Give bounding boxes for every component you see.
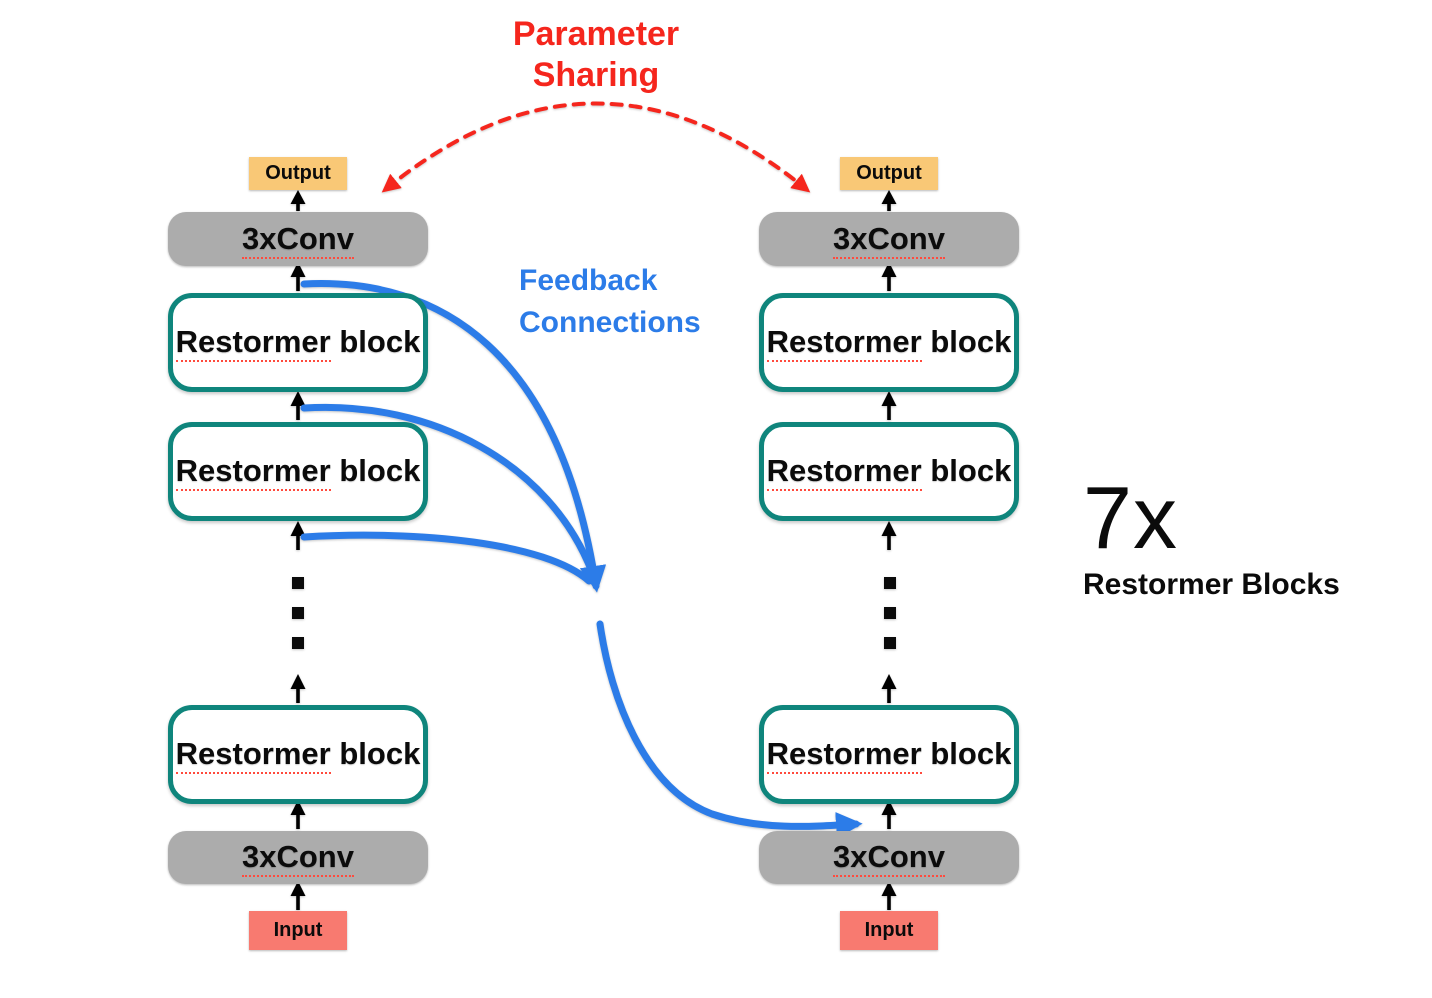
ellipsis-dots-right: [884, 577, 896, 649]
up-arrow-right-conv-restormer: [879, 798, 899, 831]
feedback-curve-middle: [300, 403, 596, 576]
conv-label-right-top: 3xConv: [833, 220, 945, 259]
multiplier-count: 7x: [1083, 468, 1178, 567]
up-arrow-right-conv-output: [879, 188, 899, 213]
output-label-right: Output: [856, 162, 922, 184]
up-arrow-right-input-conv: [879, 879, 899, 912]
up-arrow-right-dots-restormer: [879, 519, 899, 552]
restormer-block-left-1: Restormer block: [168, 293, 428, 392]
input-label-left: Input: [273, 919, 323, 941]
feedback-curve-to-right-conv: [596, 620, 863, 839]
conv-box-right-bottom: 3xConv: [759, 831, 1019, 884]
restormer-label-right-1: Restormer block: [766, 324, 1011, 363]
parameter-sharing-arc: [381, 101, 811, 193]
conv-box-right-top: 3xConv: [759, 212, 1019, 266]
output-label-left: Output: [265, 162, 331, 184]
restormer-block-right-2: Restormer block: [759, 422, 1019, 521]
feedback-connections-label: Feedback Connections: [519, 264, 701, 339]
up-arrow-right-restormer-dots: [879, 672, 899, 705]
conv-box-left-bottom: 3xConv: [168, 831, 428, 884]
feedback-curve-upper: [300, 280, 607, 593]
conv-label-right-bottom: 3xConv: [833, 839, 945, 878]
restormer-label-left-2: Restormer block: [175, 453, 420, 492]
restormer-block-left-3: Restormer block: [168, 705, 428, 804]
up-arrow-right-restormer-restormer: [879, 389, 899, 422]
restormer-label-left-3: Restormer block: [175, 736, 420, 775]
up-arrow-left-conv-restormer: [288, 798, 308, 831]
multiplier-annotation: 7x Restormer Blocks: [1083, 474, 1413, 602]
output-box-left: Output: [249, 157, 347, 190]
conv-label-left-top: 3xConv: [242, 220, 354, 259]
input-box-right: Input: [840, 911, 938, 950]
restormer-block-right-1: Restormer block: [759, 293, 1019, 392]
up-arrow-left-conv-output: [288, 188, 308, 213]
conv-box-left-top: 3xConv: [168, 212, 428, 266]
input-label-right: Input: [864, 919, 914, 941]
multiplier-label: Restormer Blocks: [1083, 568, 1340, 601]
restormer-label-right-3: Restormer block: [766, 736, 1011, 775]
input-box-left: Input: [249, 911, 347, 950]
restormer-block-left-2: Restormer block: [168, 422, 428, 521]
up-arrow-left-input-conv: [288, 879, 308, 912]
feedback-curve-lower: [300, 531, 593, 585]
parameter-sharing-label: Parameter Sharing: [512, 15, 680, 95]
restormer-label-right-2: Restormer block: [766, 453, 1011, 492]
up-arrow-right-restormer-conv: [879, 260, 899, 293]
ellipsis-dots-left: [292, 577, 304, 649]
up-arrow-left-restormer-dots: [288, 672, 308, 705]
output-box-right: Output: [840, 157, 938, 190]
conv-label-left-bottom: 3xConv: [242, 839, 354, 878]
restormer-block-right-3: Restormer block: [759, 705, 1019, 804]
restormer-label-left-1: Restormer block: [175, 324, 420, 363]
